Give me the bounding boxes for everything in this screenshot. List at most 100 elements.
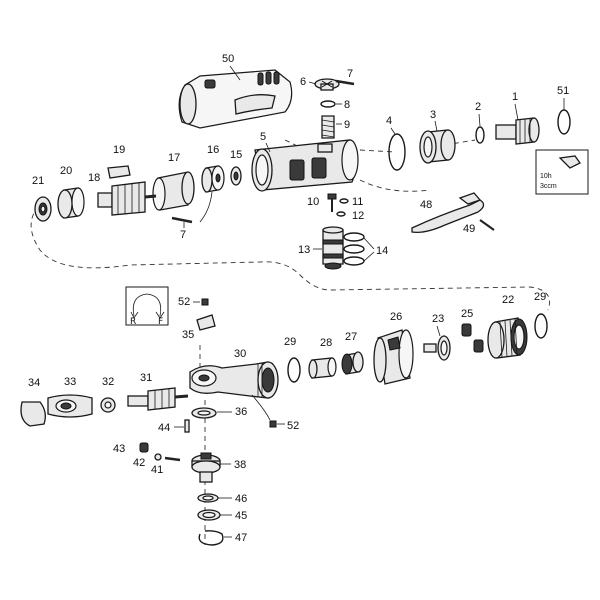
part-15-bearing	[230, 166, 242, 186]
part-27-gear	[341, 351, 364, 375]
callout-49: 49	[463, 223, 475, 235]
part-33-ratchet-yoke	[47, 394, 93, 418]
part-51-o-ring	[557, 109, 571, 135]
callout-29-left: 29	[284, 336, 296, 348]
oil-can-icon	[558, 155, 581, 169]
callout-34: 34	[28, 377, 40, 389]
part-35-reverse-switch	[196, 314, 216, 331]
part-44-pin	[184, 419, 190, 433]
callout-42: 42	[133, 457, 145, 469]
torque-box-line2: 3ccm	[540, 183, 557, 190]
part-19-rotor-blade	[107, 165, 131, 179]
callout-46: 46	[235, 493, 247, 505]
callout-23: 23	[432, 313, 444, 325]
callout-31: 31	[140, 372, 152, 384]
part-31-crank-shaft	[127, 387, 189, 411]
callout-52-lower: 52	[287, 420, 299, 432]
callout-33: 33	[64, 376, 76, 388]
part-4-o-ring	[388, 133, 406, 171]
part-7-pin-lower	[171, 216, 193, 224]
callout-52-upper: 52	[178, 296, 190, 308]
part-7-pin-top	[335, 79, 355, 86]
callout-8: 8	[344, 99, 350, 111]
callout-7-lower: 7	[180, 229, 186, 241]
callout-3: 3	[430, 109, 436, 121]
callout-17: 17	[168, 152, 180, 164]
part-30-ratchet-head	[189, 361, 279, 399]
part-12-seal	[336, 211, 346, 217]
callout-32: 32	[102, 376, 114, 388]
part-16-end-plate	[201, 165, 225, 193]
part-45-washer	[197, 509, 221, 521]
part-32-bushing	[100, 397, 116, 413]
callout-14: 14	[376, 245, 388, 257]
callout-21: 21	[32, 175, 44, 187]
part-47-retaining-ring	[198, 530, 224, 546]
callout-45: 45	[235, 510, 247, 522]
part-29-o-ring-left	[287, 357, 301, 383]
oil-instruction-box: 10h 3ccm	[535, 149, 589, 195]
part-9-spring	[321, 115, 335, 139]
callout-28: 28	[320, 337, 332, 349]
part-52-screw-lower	[269, 420, 277, 428]
callout-5: 5	[260, 131, 266, 143]
part-36-ring	[191, 407, 217, 419]
callout-1: 1	[512, 91, 518, 103]
callout-27: 27	[345, 331, 357, 343]
direction-indicator-box: R F	[125, 286, 169, 327]
part-3-bushing	[419, 129, 456, 164]
callout-20: 20	[60, 165, 72, 177]
callout-43: 43	[113, 443, 125, 455]
part-22-ring-gear-housing	[487, 317, 528, 359]
part-48-trigger-lever	[411, 192, 485, 233]
part-29-o-ring-right	[534, 313, 548, 339]
part-25-planet-gears	[461, 323, 484, 353]
callout-10: 10	[307, 196, 319, 208]
callout-36: 36	[235, 406, 247, 418]
part-26-clutch-housing	[373, 329, 414, 385]
part-23-planet-carrier	[423, 335, 451, 361]
callout-18: 18	[88, 172, 100, 184]
direction-glyph-right: F	[158, 317, 163, 327]
direction-glyph-left: R	[130, 317, 136, 327]
part-8-washer	[320, 100, 336, 108]
callout-16: 16	[207, 144, 219, 156]
part-46-spring-washer	[197, 493, 219, 503]
part-38-anvil	[191, 452, 221, 483]
callout-44: 44	[158, 422, 170, 434]
callout-48: 48	[420, 199, 432, 211]
part-52-screw-upper	[201, 298, 209, 306]
part-5-main-body	[251, 139, 359, 192]
part-21-bearing	[34, 196, 52, 222]
callout-9: 9	[344, 119, 350, 131]
part-20-end-plate	[57, 187, 85, 219]
callout-25: 25	[461, 308, 473, 320]
rotation-direction-icon	[132, 293, 162, 317]
part-10-screw	[327, 193, 337, 212]
part-18-rotor	[97, 181, 157, 216]
callout-6: 6	[300, 76, 306, 88]
part-41-spring	[164, 456, 181, 462]
callout-30: 30	[234, 348, 246, 360]
part-50-housing-cover	[178, 69, 293, 129]
callout-41: 41	[151, 464, 163, 476]
callout-13: 13	[298, 244, 310, 256]
part-1-air-inlet	[495, 117, 540, 145]
part-13-valve-body	[322, 226, 344, 270]
callout-38: 38	[234, 459, 246, 471]
part-28-sleeve	[308, 357, 337, 379]
callout-2: 2	[475, 101, 481, 113]
callout-15: 15	[230, 149, 242, 161]
callout-19: 19	[113, 144, 125, 156]
callout-29-right: 29	[534, 291, 546, 303]
part-43-pawl	[139, 442, 149, 453]
part-34-boot	[20, 401, 46, 427]
callout-51: 51	[557, 85, 569, 97]
callout-47: 47	[235, 532, 247, 544]
callout-12: 12	[352, 210, 364, 222]
part-49-lever-pin	[479, 219, 495, 231]
part-14-o-rings	[343, 232, 365, 266]
callout-4: 4	[386, 115, 392, 127]
